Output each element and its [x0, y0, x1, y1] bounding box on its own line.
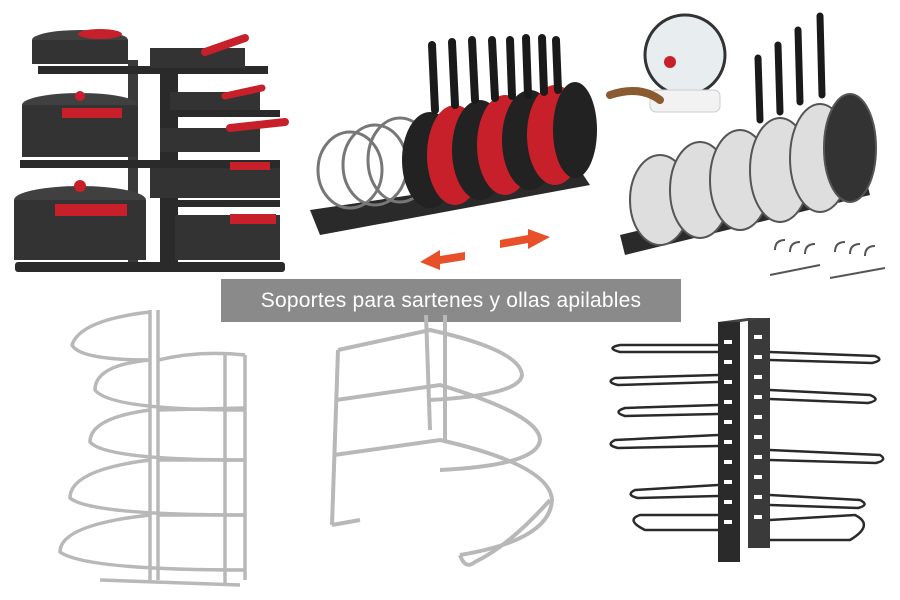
product-image-rack-with-pots	[0, 0, 300, 290]
product-image-lid-and-pan-rack	[600, 0, 900, 290]
adjustable-black-rack-illustration	[609, 318, 885, 562]
lid-and-pan-rack-illustration	[606, 12, 886, 279]
expandable-lid-rack-illustration	[310, 34, 597, 270]
product-image-chrome-wire-rack-tall	[0, 300, 300, 600]
expand-arrow-icon	[420, 229, 550, 270]
caption-banner: Soportes para sartenes y ollas apilables	[221, 279, 681, 322]
chrome-wire-rack-tall-illustration	[58, 310, 247, 587]
chrome-wire-rack-curved-illustration	[330, 314, 555, 567]
product-image-chrome-wire-rack-curved	[300, 300, 600, 600]
product-image-expandable-lid-rack	[300, 0, 600, 290]
product-image-adjustable-black-rack	[600, 300, 900, 600]
rack-with-pots-illustration	[14, 29, 289, 272]
